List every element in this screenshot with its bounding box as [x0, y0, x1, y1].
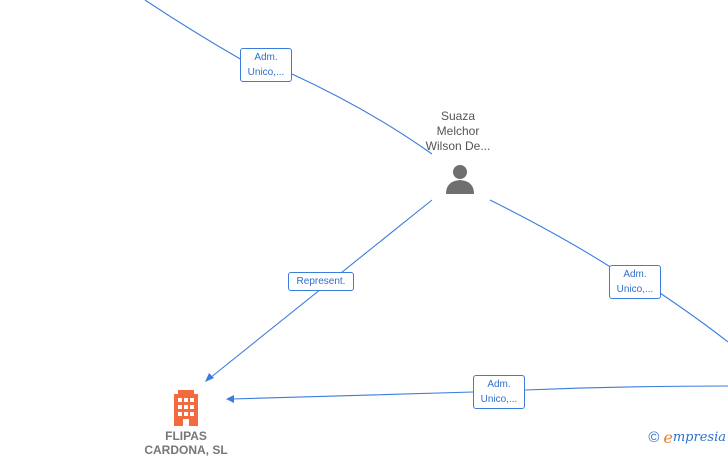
brand-e: e	[663, 428, 673, 447]
person-node-name[interactable]: Suaza Melchor Wilson De...	[425, 109, 491, 153]
edge-label-represent[interactable]: Represent.	[288, 272, 354, 291]
empresia-logo: © e mpresia	[648, 428, 726, 447]
building-icon[interactable]	[170, 390, 202, 426]
edge-label-adm-unico-top[interactable]: Adm. Unico,...	[240, 48, 292, 82]
arrowhead-company-right	[226, 395, 234, 403]
edge-label-adm-unico-right[interactable]: Adm. Unico,...	[609, 265, 661, 299]
edge-label-adm-unico-bottom[interactable]: Adm. Unico,...	[473, 375, 525, 409]
edge-line-right-to-company	[231, 385, 728, 400]
copyright-symbol: ©	[648, 429, 660, 446]
company-node-name[interactable]: FLIPAS CARDONA, SL	[144, 429, 228, 457]
brand-name: mpresia	[672, 430, 726, 445]
person-icon[interactable]	[444, 164, 476, 194]
arrowhead-company-top	[205, 373, 214, 382]
edge-line-top-to-person	[144, 0, 433, 155]
